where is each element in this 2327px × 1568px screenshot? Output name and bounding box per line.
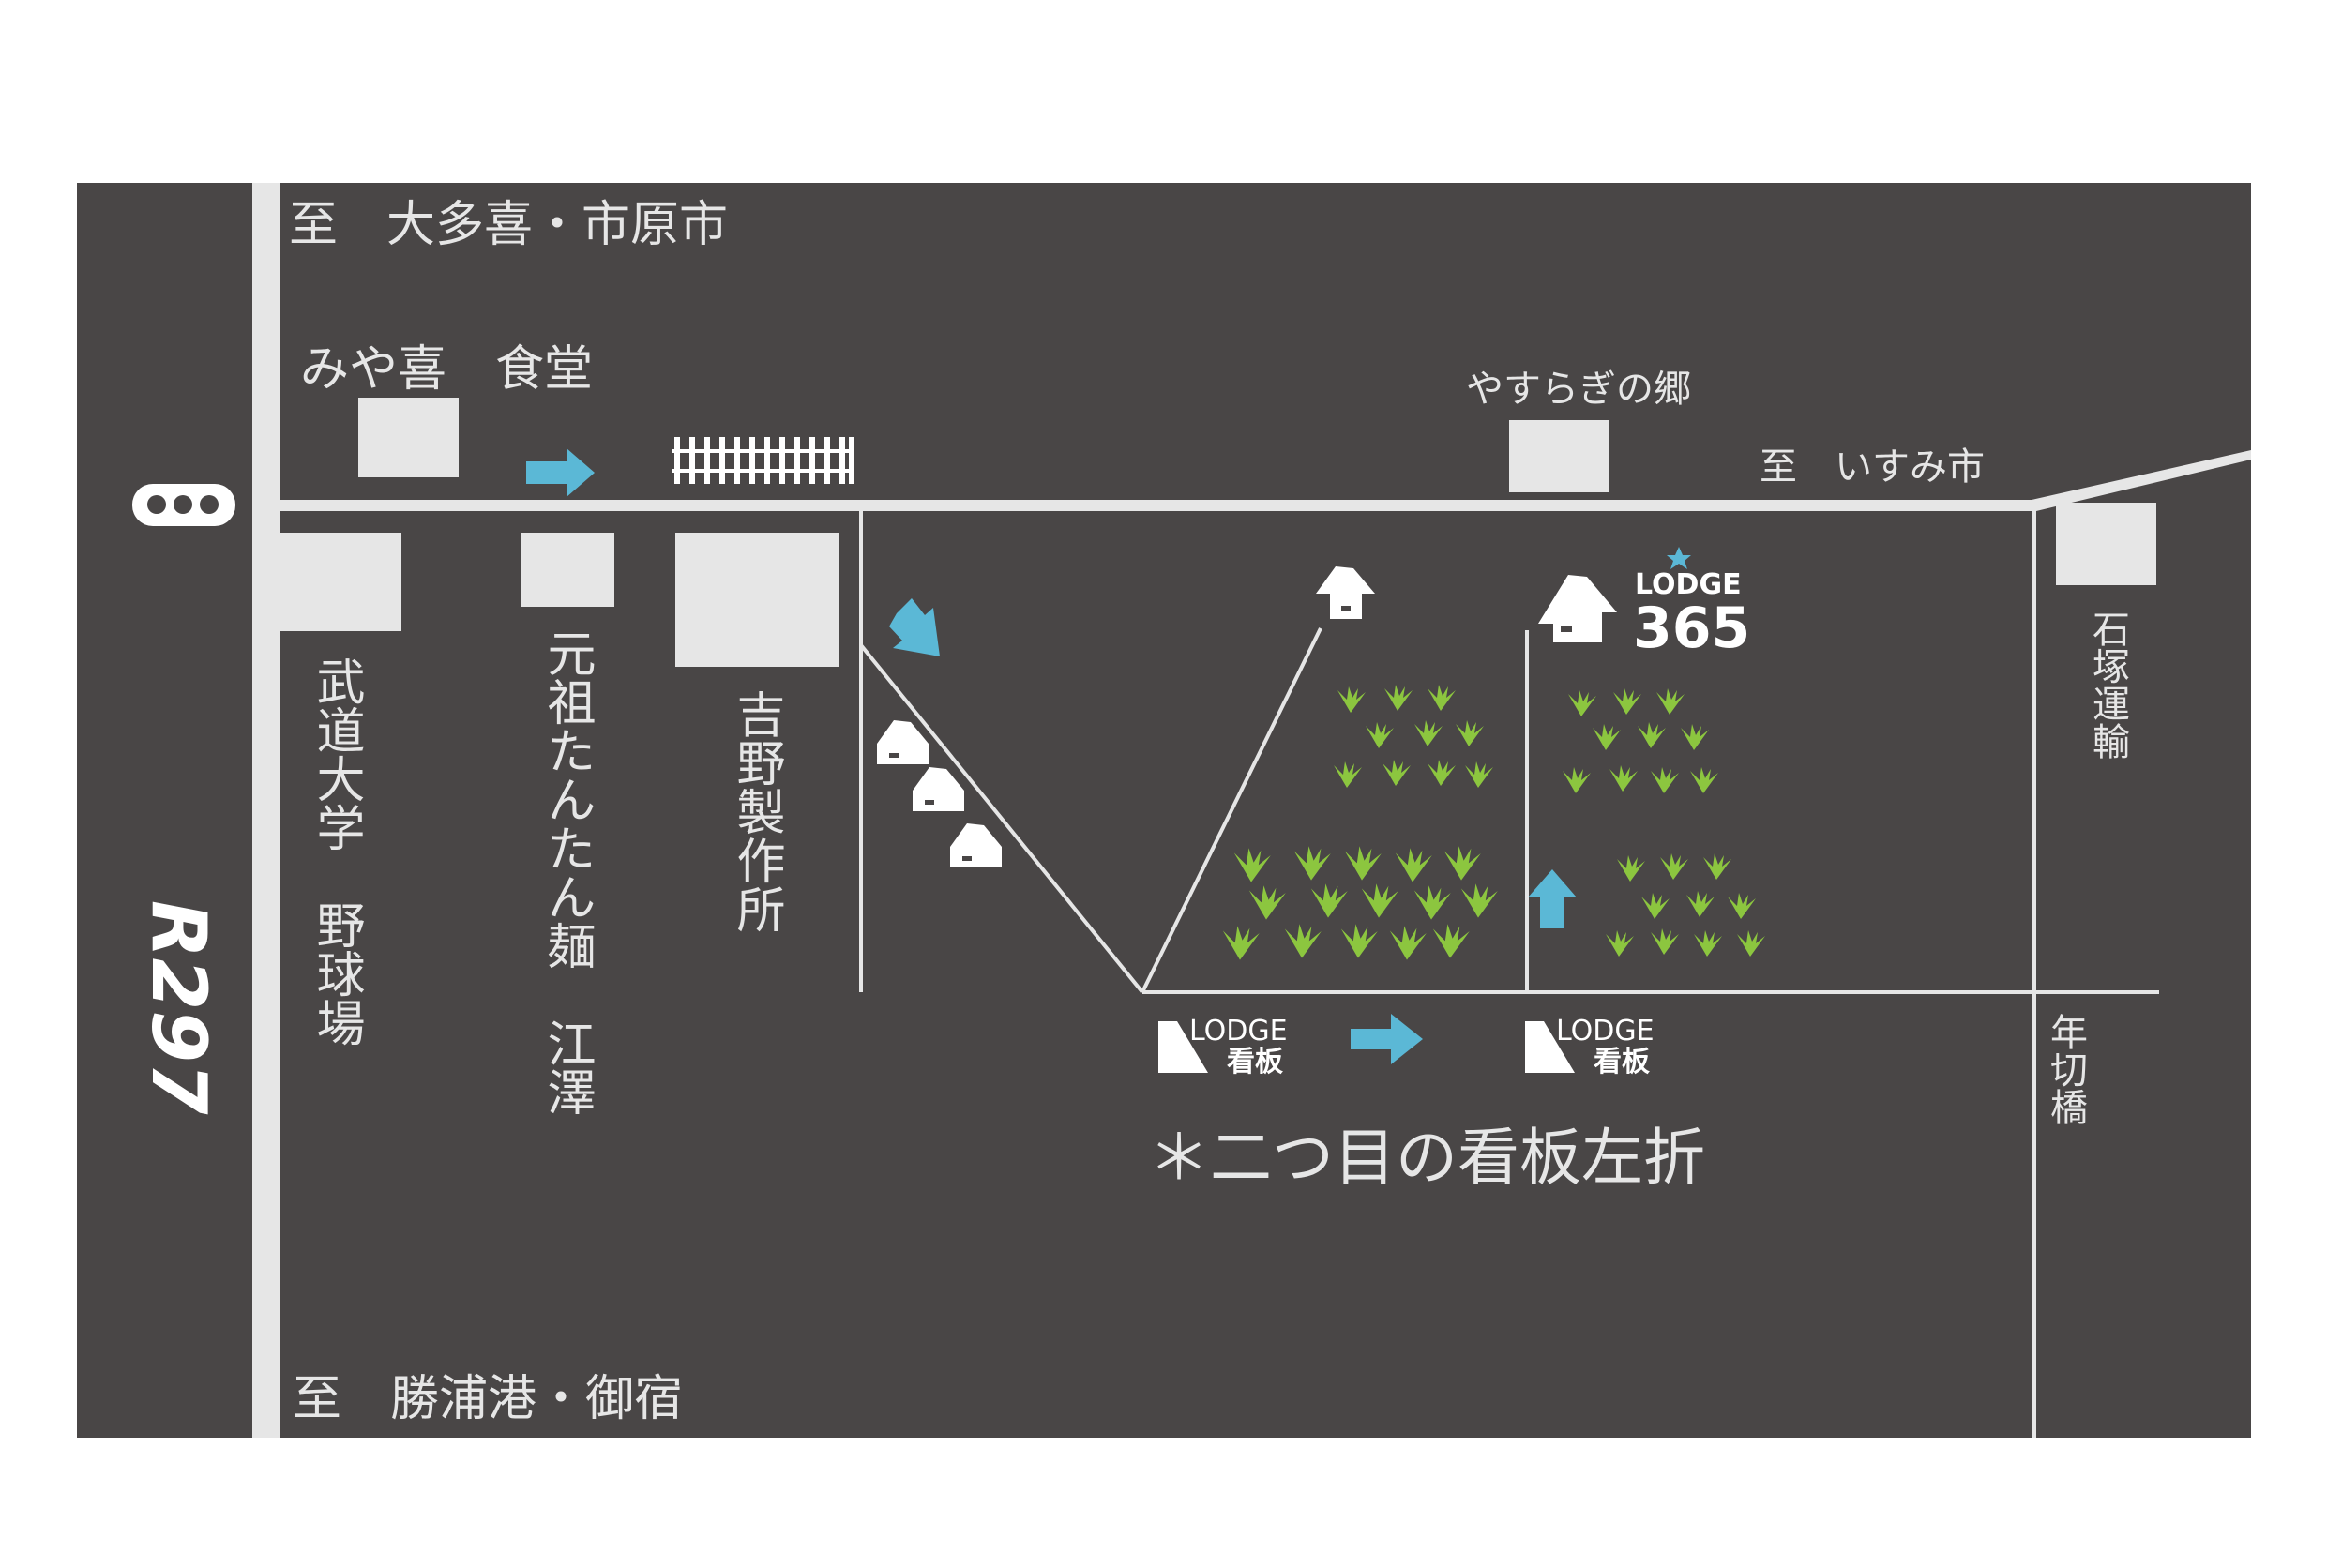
lodge-brand-number: 365 — [1633, 596, 1751, 661]
rice-plant-icon — [1414, 720, 1443, 746]
route-297-road[interactable] — [252, 183, 280, 1438]
north-destination-label: 至 大多喜・市原市 — [289, 197, 729, 253]
rice-plant-icon — [1428, 760, 1456, 786]
rice-plant-icon — [1568, 690, 1596, 716]
yoshino-building — [675, 533, 839, 667]
hut-icon — [1316, 566, 1375, 619]
rice-plant-icon — [1656, 688, 1685, 715]
rice-plant-icon — [1703, 853, 1731, 880]
rice-plant-icon — [1638, 722, 1666, 748]
rice-plant-icon — [1606, 930, 1634, 957]
rice-plant-icon — [1690, 767, 1718, 793]
rice-plant-icon — [1284, 924, 1322, 958]
rice-plant-icon — [1660, 853, 1688, 880]
budo-label: 武道大学 野球場 — [308, 656, 364, 1047]
diagonal-road[interactable] — [859, 643, 1144, 994]
rice-plant-icon — [1432, 924, 1470, 958]
sign-1-lodge-label: LODGE — [1189, 1015, 1288, 1048]
sign-2-lodge-label: LODGE — [1556, 1015, 1655, 1048]
fence-icon — [672, 437, 854, 484]
star-icon — [1667, 547, 1691, 569]
yasuragi-building — [1509, 420, 1609, 492]
rice-plant-icon — [1617, 855, 1645, 882]
arrow-down-right-icon — [889, 598, 940, 656]
yasuragi-label: やすらぎの郷 — [1466, 368, 1691, 411]
sign-2-kanban-label: 看板 — [1594, 1046, 1650, 1078]
lodge-brand-word: LODGE — [1635, 568, 1742, 601]
buildings — [280, 398, 2156, 667]
sign-1-kanban-label: 看板 — [1227, 1046, 1283, 1078]
rice-plant-icon — [1456, 720, 1484, 746]
main-east-road[interactable] — [280, 500, 2036, 511]
arrow-up-icon — [1528, 869, 1577, 928]
east-destination-label: 至 いすみ市 — [1760, 445, 1985, 489]
rice-plant-icon — [1593, 724, 1621, 750]
hut-icon — [877, 720, 929, 764]
arrow-right-icon — [526, 448, 595, 497]
rice-plant-icon — [1651, 928, 1679, 955]
rice-plant-icon — [1383, 760, 1411, 786]
rice-plant-field — [1222, 685, 1765, 960]
yoshino-label: 吉野製作所 — [728, 689, 784, 933]
ishizuka-building — [2056, 503, 2156, 585]
rice-plant-icon — [1413, 885, 1451, 920]
traffic-signal-icon — [132, 484, 235, 526]
miyaki-label: みや喜 食堂 — [300, 341, 594, 398]
rice-plant-icon — [1609, 765, 1638, 792]
rice-plant-icon — [1641, 893, 1670, 919]
rice-plant-icon — [1428, 685, 1456, 711]
rice-plant-icon — [1460, 883, 1498, 918]
rice-plant-icon — [1344, 846, 1382, 881]
side-roads — [859, 511, 2159, 1438]
hut-icon — [950, 823, 1002, 867]
rice-plant-icon — [1686, 891, 1715, 917]
miyaki-building — [358, 398, 459, 477]
rice-plant-icon — [1366, 722, 1394, 748]
rice-plant-icon — [1443, 846, 1481, 881]
rice-plant-icon — [1334, 761, 1362, 788]
south-destination-label: 至 勝浦港・御宿 — [293, 1371, 684, 1427]
rice-plant-icon — [1310, 883, 1348, 918]
rice-plant-icon — [1248, 885, 1286, 920]
rice-plant-icon — [1384, 685, 1413, 711]
rice-plant-icon — [1233, 848, 1271, 882]
map-background — [77, 183, 2251, 1438]
rice-plant-icon — [1681, 724, 1709, 750]
ganso-building — [521, 533, 614, 607]
huts — [877, 566, 1617, 867]
budo-building — [280, 533, 401, 631]
rice-plant-icon — [1389, 926, 1427, 960]
road-to-hut[interactable] — [1141, 627, 1322, 993]
roads — [252, 183, 2251, 1438]
signboard-icon — [1158, 1021, 1208, 1073]
ganso-label: 元祖たんたん麺 江澤 — [538, 628, 595, 1116]
rice-plant-icon — [1222, 926, 1260, 960]
lodge-hut-icon — [1538, 575, 1617, 642]
rice-plant-icon — [1563, 767, 1591, 793]
rice-plant-icon — [1361, 883, 1398, 918]
rice-plant-icon — [1465, 761, 1493, 788]
rice-plant-icon — [1651, 767, 1679, 793]
rice-plant-icon — [1337, 686, 1366, 713]
ishizuka-label: 石塚運輸 — [2086, 610, 2129, 760]
rice-plant-icon — [1737, 930, 1765, 957]
rice-plant-icon — [1728, 893, 1756, 919]
hut-icon — [913, 767, 964, 811]
rice-plant-icon — [1613, 688, 1641, 715]
rice-plant-icon — [1340, 924, 1378, 958]
toshikiri-label: 年切橋 — [2044, 1013, 2087, 1125]
rice-plant-icon — [1395, 848, 1432, 882]
arrow-right-icon — [1351, 1014, 1423, 1064]
signboard-icon — [1525, 1021, 1575, 1073]
east-diagonal-road[interactable] — [2032, 450, 2251, 511]
turn-note: ＊二つ目の看板左折 — [1148, 1122, 1705, 1194]
route-297-label: R297 — [135, 900, 222, 1115]
rice-plant-icon — [1694, 930, 1722, 957]
rice-plant-icon — [1293, 846, 1331, 881]
